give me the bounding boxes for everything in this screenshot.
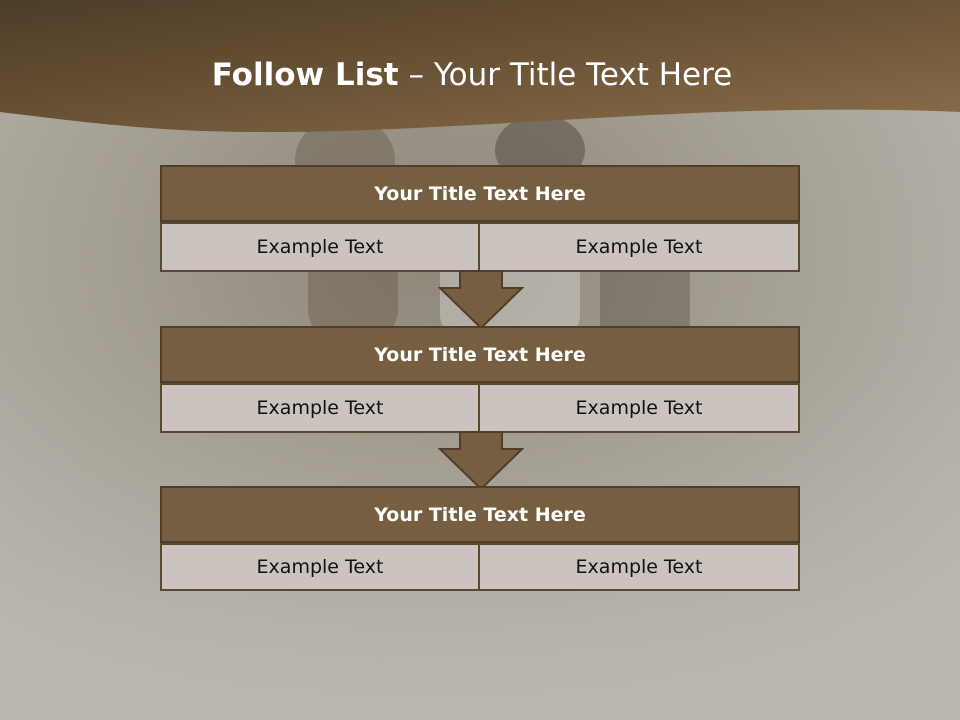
step-cell-right: Example Text xyxy=(480,383,800,433)
title-rest: – Your Title Text Here xyxy=(398,57,733,93)
title-bold: Follow List xyxy=(211,57,399,93)
down-arrow-icon xyxy=(438,270,524,330)
header-band xyxy=(0,0,960,133)
step-title: Your Title Text Here xyxy=(160,486,800,543)
step-title: Your Title Text Here xyxy=(160,326,800,383)
step-cell-left: Example Text xyxy=(160,383,480,433)
step-cell-right: Example Text xyxy=(480,543,800,591)
slide-title: Follow List – Your Title Text Here xyxy=(0,52,944,98)
step-cell-left: Example Text xyxy=(160,543,480,591)
step-cell-right: Example Text xyxy=(480,222,800,272)
step-title: Your Title Text Here xyxy=(160,165,800,222)
down-arrow-icon xyxy=(438,431,524,491)
step-cell-left: Example Text xyxy=(160,222,480,272)
